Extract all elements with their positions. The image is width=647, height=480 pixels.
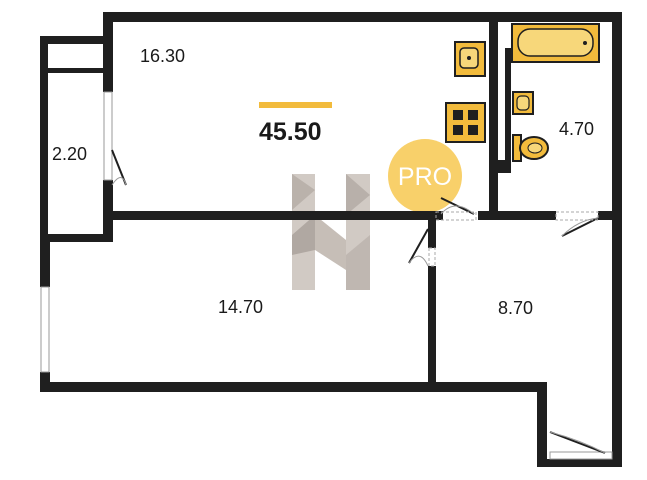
doors xyxy=(111,149,606,454)
room-area-bathroom: 4.70 xyxy=(559,119,594,139)
door-frames xyxy=(428,211,599,267)
stove-icon xyxy=(445,102,486,143)
room-area-balcony: 2.20 xyxy=(52,144,87,164)
walls xyxy=(40,12,622,467)
total-area-label: 45.50 xyxy=(259,118,322,146)
room-area-kitchen: 16.30 xyxy=(140,46,185,66)
kitchen-sink-icon xyxy=(454,41,486,77)
total-area-accent xyxy=(259,102,332,108)
room-area-living-room: 14.70 xyxy=(218,297,263,317)
watermark-logo-icon xyxy=(292,174,370,290)
washbasin-icon xyxy=(512,91,534,115)
room-area-bedroom: 8.70 xyxy=(498,298,533,318)
toilet-icon xyxy=(512,134,549,162)
pro-badge-label: PRO xyxy=(398,163,452,191)
windows xyxy=(40,91,613,460)
bathtub-icon xyxy=(511,23,600,63)
pro-badge: PRO xyxy=(388,139,462,213)
